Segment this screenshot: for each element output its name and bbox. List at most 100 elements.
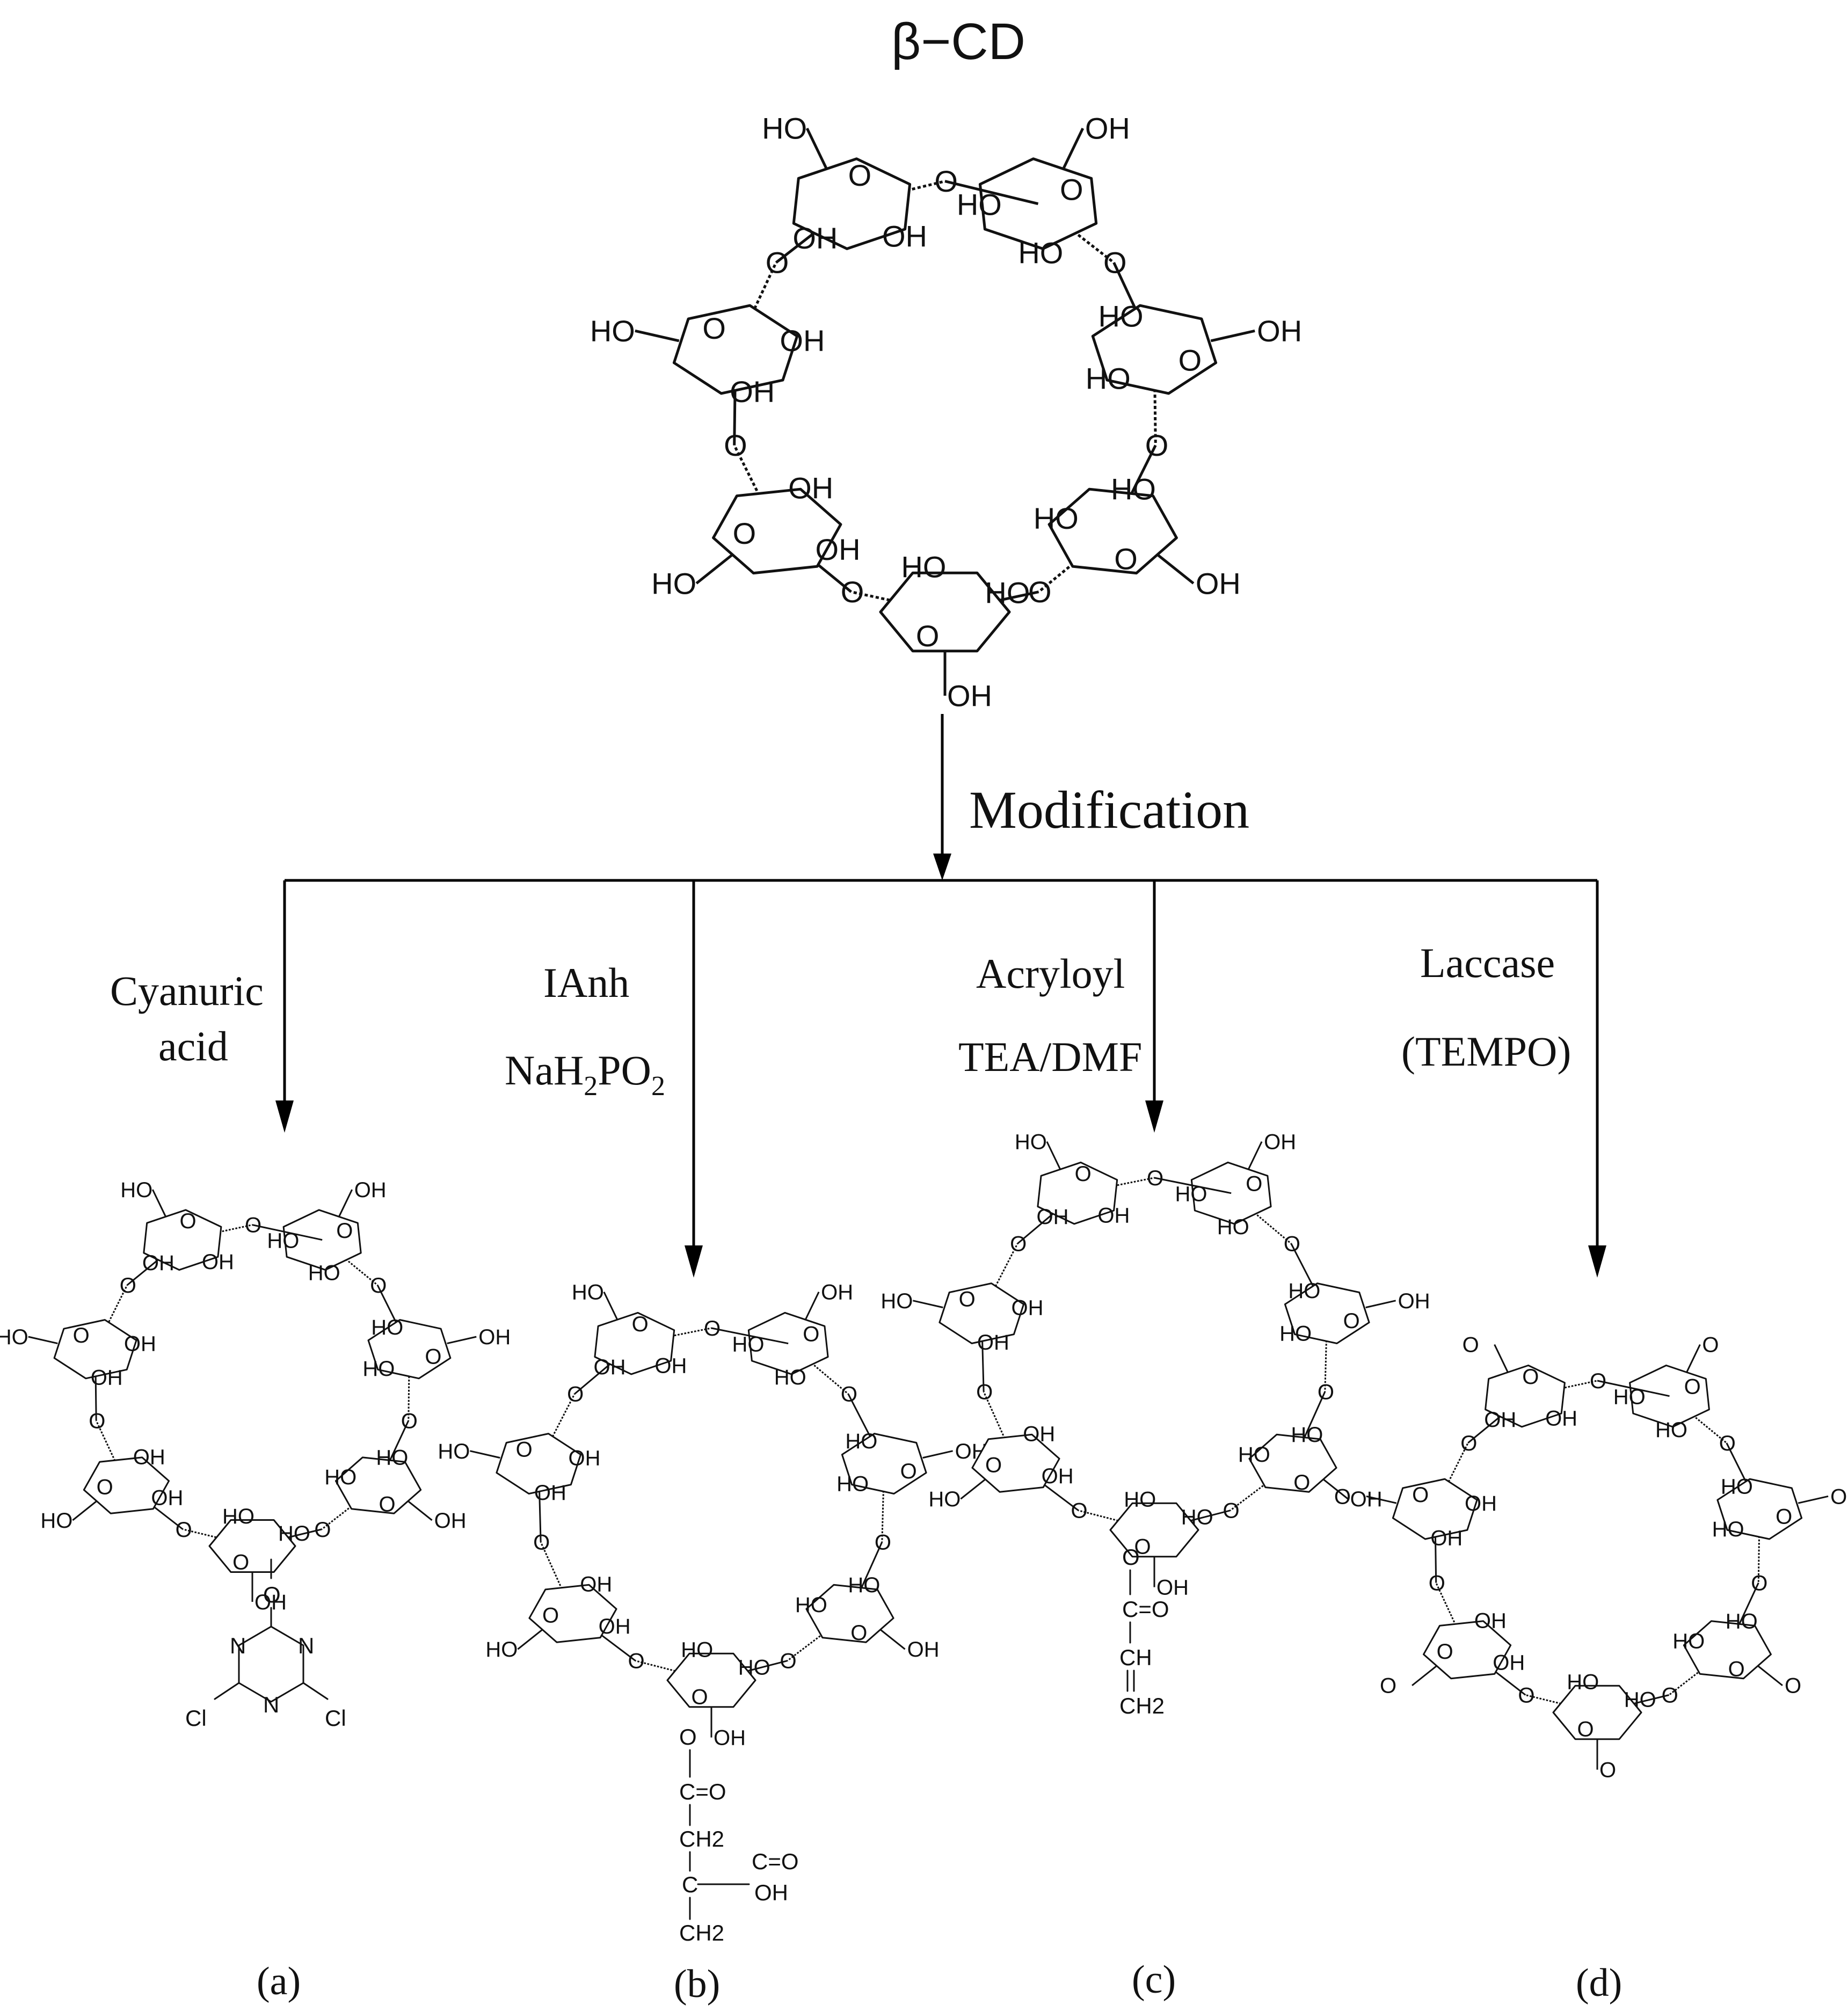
linkage-oxygen: O — [1284, 1233, 1300, 1256]
ring-oxygen: O — [1075, 1162, 1092, 1186]
bond — [1412, 1665, 1437, 1686]
bond — [214, 1682, 240, 1700]
secondary-oh: HO — [1181, 1505, 1213, 1529]
glucose-ring — [53, 1319, 137, 1380]
reagent-b-line1: IAnh — [543, 959, 629, 1006]
linkage-oxygen: O — [766, 246, 789, 280]
secondary-oh: HO — [1726, 1609, 1758, 1633]
hydroxymethyl-oh: HO — [651, 566, 696, 600]
secondary-oh: OH — [1430, 1526, 1463, 1550]
triazine-n2: N — [298, 1633, 314, 1658]
ring-oxygen: O — [702, 311, 726, 345]
linkage-oxygen: O — [704, 1317, 721, 1340]
secondary-oh: HO — [1712, 1518, 1744, 1541]
linkage-oxygen: O — [1103, 246, 1127, 280]
ester-oxygen: O — [679, 1724, 697, 1749]
secondary-oh: OH — [594, 1355, 626, 1379]
bond — [1157, 554, 1195, 585]
secondary-oh: HO — [774, 1366, 806, 1389]
ring-oxygen: O — [733, 516, 756, 550]
secondary-oh: OH — [816, 533, 861, 566]
glycosidic-bond — [1525, 1694, 1598, 1714]
hydroxymethyl-oh: OH — [1257, 314, 1302, 348]
glycosidic-bond — [1435, 1582, 1468, 1650]
secondary-oh: HO — [1217, 1215, 1249, 1239]
ring-oxygen: O — [379, 1492, 395, 1516]
substituent-b-itaconate: O C=O CH2 C C=O OH CH2 — [679, 1724, 799, 1945]
linkage-oxygen: O — [1518, 1683, 1534, 1707]
secondary-oh: HO — [836, 1472, 869, 1496]
secondary-oh: OH — [882, 219, 927, 253]
secondary-oh: HO — [1098, 299, 1144, 333]
ring-oxygen: O — [959, 1287, 976, 1311]
bond — [1686, 1344, 1701, 1373]
glycosidic-bond — [1597, 1380, 1670, 1397]
hydroxymethyl-oh: HO — [881, 1289, 913, 1313]
secondary-oh: HO — [1613, 1386, 1646, 1409]
secondary-oh: HO — [362, 1357, 395, 1381]
glucose-ring — [143, 1209, 222, 1271]
glucose-ring — [208, 1519, 296, 1573]
product-b-structure: OOOHHOHOOOOHHOHOOOOHHOHOOOOHHOHOOOHOOHOH… — [438, 1281, 987, 1750]
ring-oxygen: O — [916, 619, 940, 653]
ring-oxygen: O — [1776, 1505, 1792, 1529]
glycosidic-bond — [983, 1391, 1017, 1464]
reagent-b-line2: NaH2PO2 — [505, 1047, 665, 1102]
secondary-oh: OH — [1545, 1407, 1577, 1431]
glucose-ring — [792, 157, 912, 250]
bond — [1365, 1300, 1396, 1309]
glycosidic-bond — [1434, 1442, 1469, 1510]
ring-oxygen: O — [1522, 1365, 1539, 1389]
secondary-oh: OH — [580, 1573, 612, 1597]
chloro-right: Cl — [325, 1705, 346, 1731]
hydroxymethyl-oh: HO — [1015, 1131, 1047, 1154]
secondary-oh: OH — [1484, 1408, 1516, 1432]
secondary-oh: HO — [267, 1229, 299, 1253]
secondary-oh: HO — [371, 1316, 403, 1339]
ring-oxygen: O — [1114, 542, 1138, 576]
hydroxymethyl-oh: OH — [1264, 1131, 1296, 1154]
ring-oxygen: O — [1728, 1658, 1745, 1681]
glycosidic-bond — [787, 1613, 850, 1661]
ester-oxygen: O — [1122, 1544, 1140, 1570]
bond — [1062, 127, 1085, 170]
hydroxymethyl-oh: HO — [590, 314, 635, 348]
branch-arrowhead-c — [1145, 1100, 1163, 1133]
ring-oxygen: O — [1060, 172, 1083, 206]
ring-oxygen: O — [516, 1438, 533, 1461]
hydroxymethyl-oh: OH — [1398, 1289, 1430, 1313]
linkage-oxygen: O — [875, 1531, 891, 1555]
secondary-oh: OH — [1023, 1423, 1055, 1446]
secondary-oh: OH — [569, 1446, 601, 1470]
glycosidic-bond — [1525, 1380, 1598, 1397]
linkage-oxygen: O — [1318, 1381, 1334, 1404]
triazine-n1: N — [230, 1633, 246, 1658]
ring-oxygen: O — [900, 1460, 917, 1483]
ring-oxygen: O — [73, 1324, 90, 1347]
ring-oxygen: O — [803, 1322, 819, 1346]
ring-oxygen: O — [179, 1209, 196, 1233]
secondary-oh: HO — [1655, 1418, 1687, 1442]
glucose-ring — [1392, 1478, 1478, 1540]
glucose-ring — [1190, 1161, 1272, 1225]
glucose-ring — [666, 1652, 756, 1708]
glucose-ring — [594, 1311, 675, 1375]
glycosidic-bond — [1231, 1192, 1292, 1244]
glucose-ring — [1109, 1502, 1199, 1558]
bond — [805, 127, 828, 170]
glycosidic-bond — [1229, 1462, 1293, 1511]
hydroxymethyl-oh: OH — [714, 1726, 746, 1750]
linkage-oxygen: O — [1010, 1233, 1027, 1256]
vinyl-ch: CH — [1119, 1645, 1152, 1670]
glycosidic-bond — [1757, 1508, 1760, 1583]
hydroxymethyl-oh: OH — [821, 1281, 853, 1304]
glycosidic-bond — [1078, 1510, 1155, 1531]
bond — [1046, 1141, 1061, 1170]
secondary-oh: HO — [1018, 236, 1063, 270]
bond — [408, 1500, 433, 1521]
secondary-oh: HO — [1279, 1322, 1312, 1345]
secondary-oh: OH — [1037, 1205, 1069, 1229]
hydroxymethyl-oh: OH — [1085, 112, 1130, 145]
linkage-oxygen: O — [1429, 1572, 1445, 1595]
methylene: CH2 — [679, 1826, 724, 1851]
